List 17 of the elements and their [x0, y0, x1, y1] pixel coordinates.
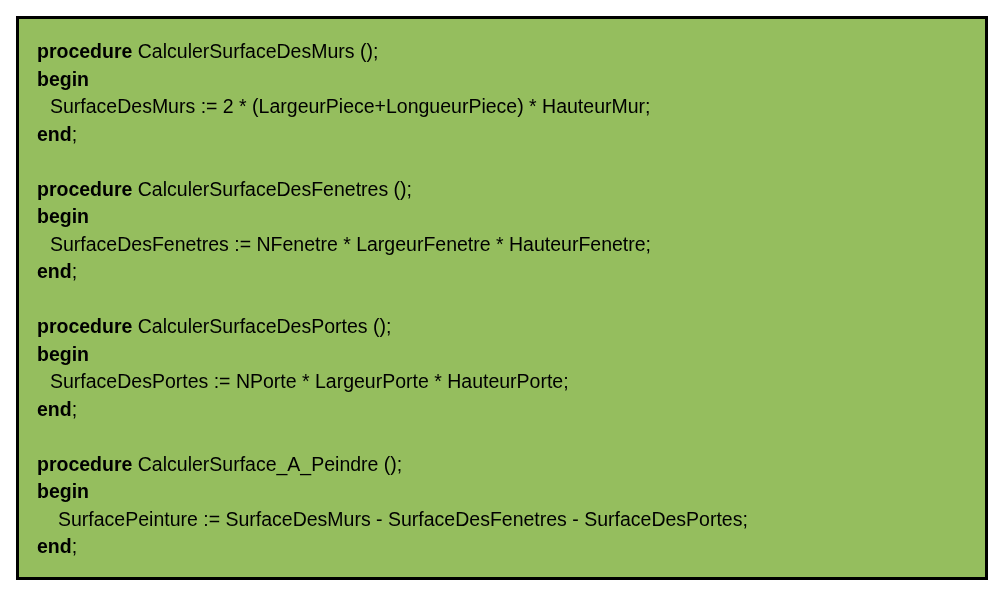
code-keyword-line: begin [37, 479, 89, 503]
code-keyword-line: end; [37, 396, 78, 421]
code-statement: SurfaceDesMurs := 2 * (LargeurPiece+LongueurPiece) * HauteurMur; [50, 94, 651, 118]
code-keyword-line: procedure CalculerSurfaceDesMurs (); [37, 39, 379, 63]
code-keyword-line: begin [37, 66, 89, 91]
code-keyword-line: end; [37, 121, 78, 146]
code-keyword-line: procedure CalculerSurfaceDesPortes (); [37, 314, 392, 338]
code-statement: SurfaceDesFenetres := NFenetre * LargeurFenetre * HauteurFenetre; [50, 231, 651, 256]
code-keyword-line: end; [37, 534, 78, 558]
code-keyword-line: procedure CalculerSurface_A_Peindre (); [37, 451, 403, 476]
code-keyword-line: end; [37, 259, 78, 283]
code-statement: SurfaceDesPortes := NPorte * LargeurPorte * HauteurPorte; [50, 369, 569, 393]
code-panel [16, 16, 988, 580]
code-keyword-line: begin [37, 204, 89, 228]
code-statement: SurfacePeinture := SurfaceDesMurs - SurfaceDesFenetres - SurfaceDesPortes; [58, 506, 748, 531]
code-keyword-line: begin [37, 341, 89, 366]
code-keyword-line: procedure CalculerSurfaceDesFenetres (); [37, 176, 412, 201]
